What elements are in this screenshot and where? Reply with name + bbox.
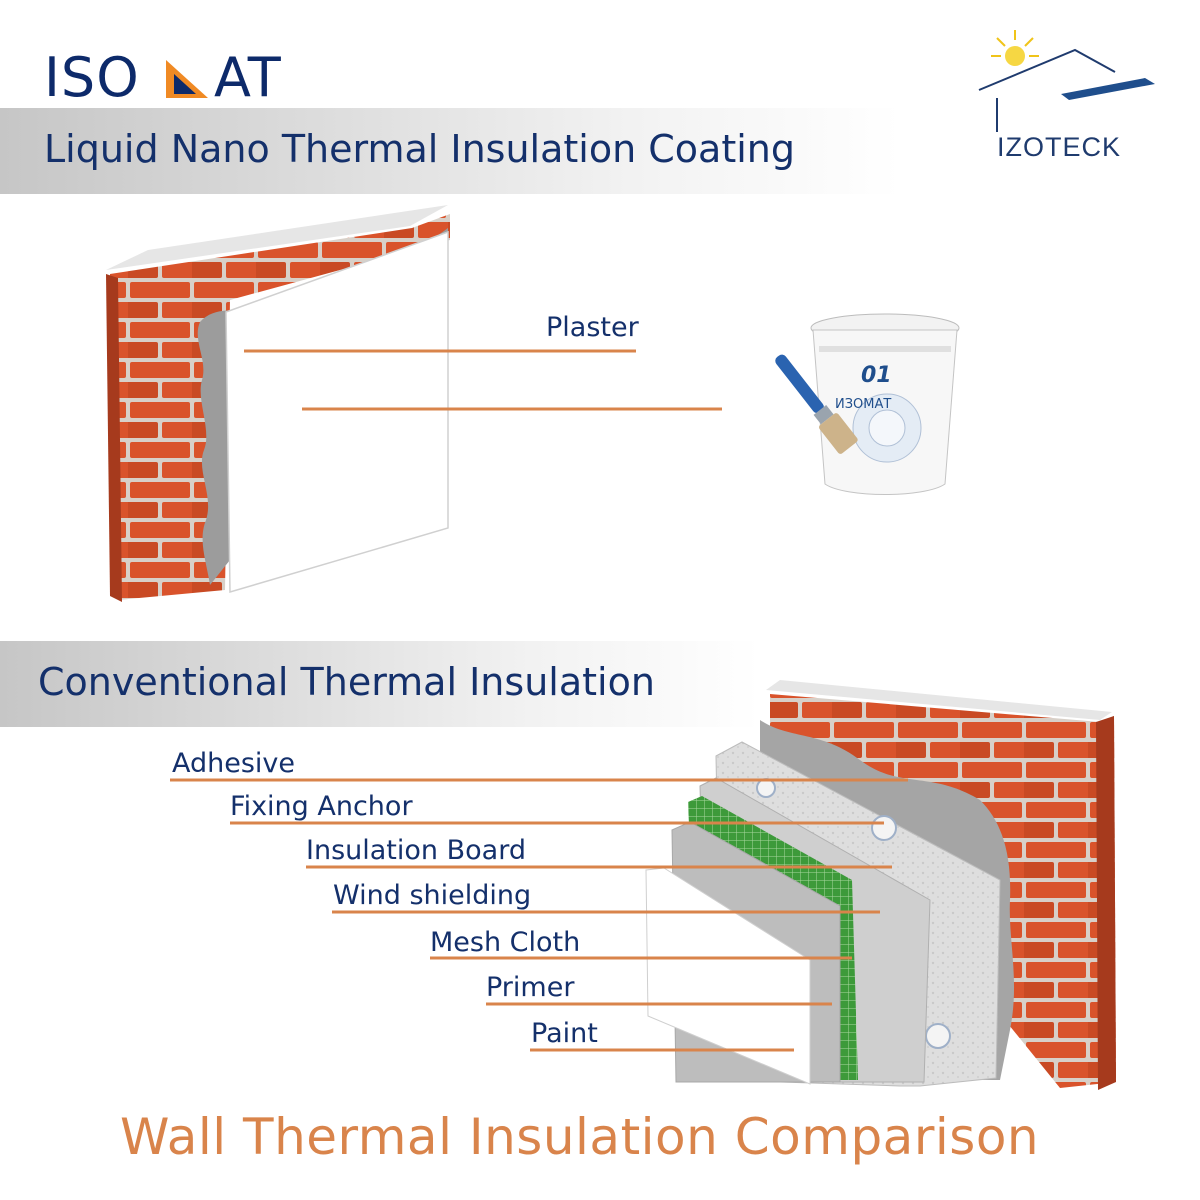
bottom-wall-illustration: [645, 680, 1116, 1090]
mesh-cloth-label: Mesh Cloth: [430, 927, 581, 958]
fixing-anchors: [756, 778, 951, 1049]
isomat-logo: ISO AT: [44, 48, 284, 108]
wind-shielding-label: Wind shielding: [333, 880, 532, 911]
top-wall-illustration: [106, 205, 450, 602]
isomat-logo-text-right: AT: [214, 46, 282, 109]
bucket-number: 01: [861, 363, 892, 388]
adhesive-label: Adhesive: [172, 748, 296, 779]
fixing-anchor-label: Fixing Anchor: [230, 791, 413, 822]
bucket-brand: ИЗОМАТ: [835, 397, 891, 412]
isomat-logo-text-left: ISO: [44, 46, 140, 109]
heading-band-conventional: [0, 641, 760, 727]
izoteck-logo: IZOTECK: [965, 28, 1165, 178]
footer-title: Wall Thermal Insulation Comparison: [120, 1108, 1040, 1166]
conventional-insulation-heading: Conventional Thermal Insulation: [38, 660, 655, 704]
sun-roof-icon: [978, 30, 1155, 132]
nano-coating-bucket: 01 ИЗОМАТ: [775, 313, 960, 495]
paint-label: Paint: [531, 1018, 598, 1049]
primer-label: Primer: [486, 972, 575, 1003]
heading-band-liquid: [0, 108, 900, 194]
isomat-triangle-icon: [166, 60, 208, 98]
conventional-leader-lines: [170, 778, 908, 1052]
izoteck-logo-text: IZOTECK: [997, 132, 1122, 162]
plaster-label: Plaster: [546, 312, 639, 343]
liquid-coating-heading: Liquid Nano Thermal Insulation Coating: [44, 127, 796, 171]
insulation-board-label: Insulation Board: [306, 835, 526, 866]
top-leader-lines: [244, 349, 722, 411]
